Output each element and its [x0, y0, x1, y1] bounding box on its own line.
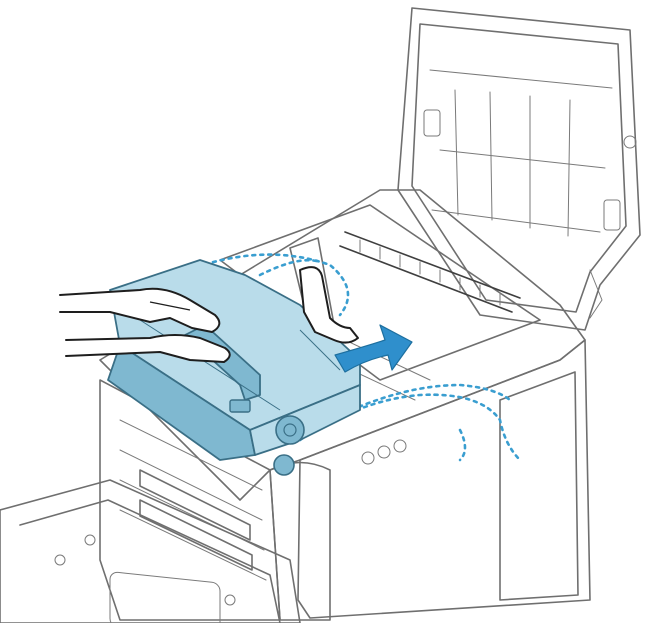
printer-front-door — [0, 479, 301, 623]
user-hands — [59, 266, 359, 363]
printer-top-cover — [397, 7, 641, 331]
insert-direction-arrow-icon — [334, 324, 413, 373]
printer-interior — [219, 204, 541, 465]
